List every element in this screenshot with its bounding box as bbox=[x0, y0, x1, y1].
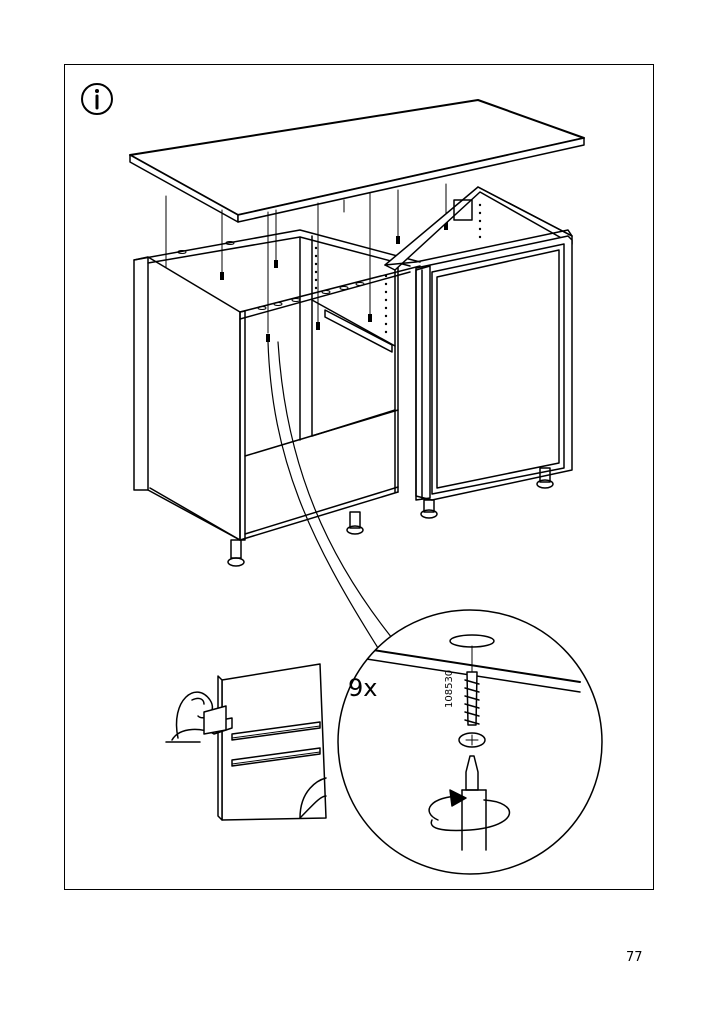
screw-guide-lines bbox=[165, 183, 447, 334]
base-cabinet-left bbox=[133, 229, 421, 567]
info-icon bbox=[81, 83, 113, 115]
shelf-pin-holes bbox=[314, 203, 482, 334]
detail-leader bbox=[267, 341, 379, 649]
rail-slots bbox=[177, 241, 365, 310]
worktop bbox=[129, 99, 585, 223]
screwdriver-icon bbox=[428, 755, 511, 851]
base-cabinet-right bbox=[384, 186, 573, 519]
quantity-label: 9x bbox=[348, 674, 378, 702]
reading-person-icon bbox=[165, 691, 233, 743]
instruction-booklet-icon bbox=[217, 663, 327, 821]
instruction-frame bbox=[64, 64, 654, 890]
part-number: 108530 bbox=[444, 669, 455, 708]
page-number: 77 bbox=[626, 950, 643, 965]
screw-icon bbox=[458, 671, 486, 748]
